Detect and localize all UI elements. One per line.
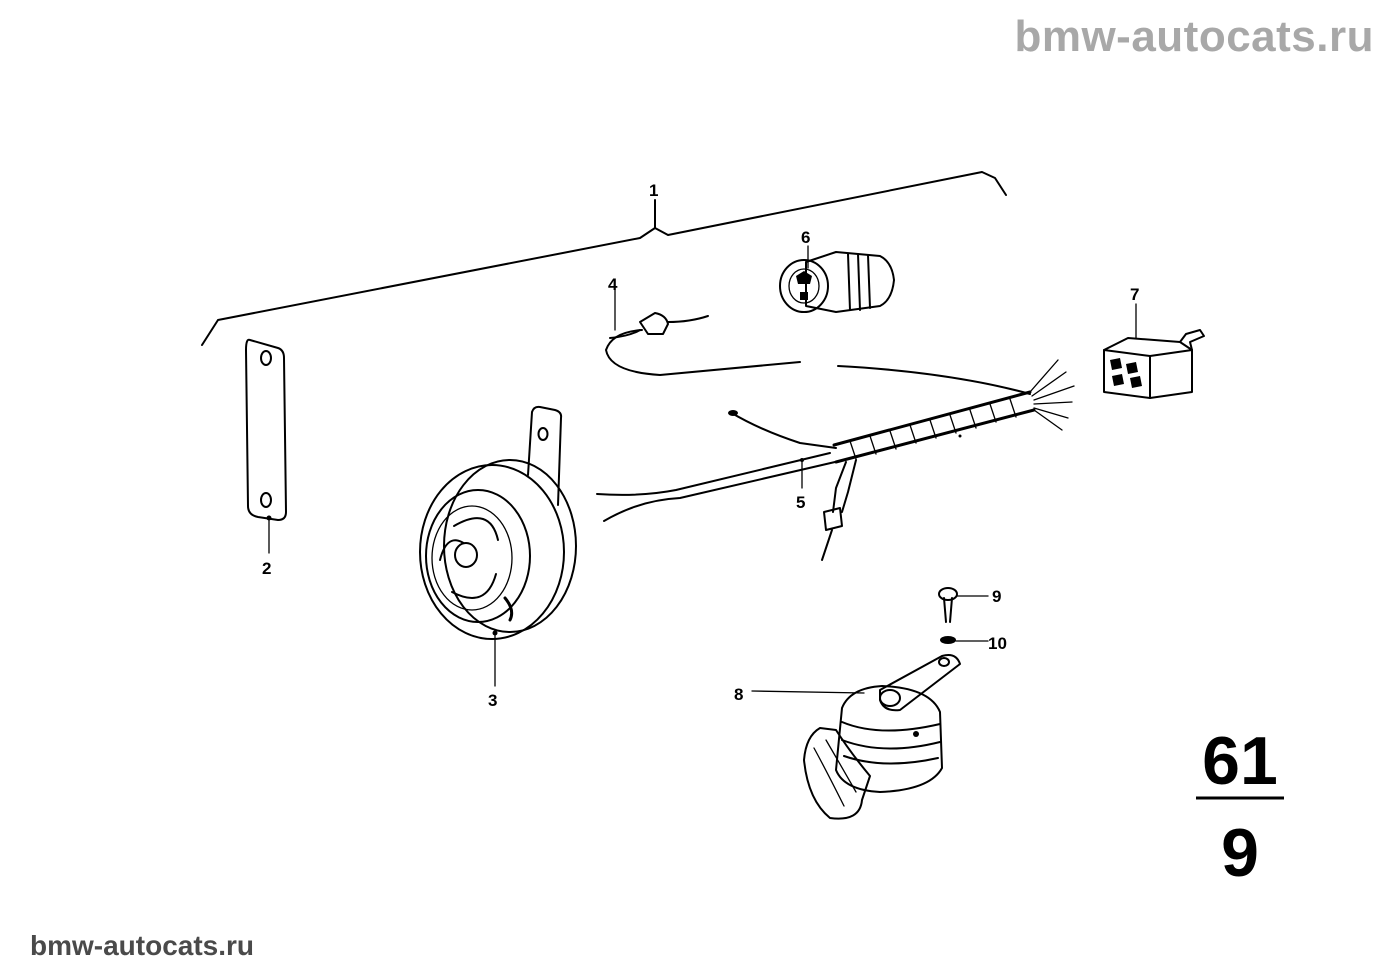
part-9-screw[interactable] <box>938 587 989 623</box>
assembly-bracket <box>201 171 1007 346</box>
page-subgroup-number: 9 <box>1221 815 1259 891</box>
part-2-mounting-plate[interactable] <box>245 338 287 554</box>
callout-7: 7 <box>1130 285 1139 304</box>
part-7-relay[interactable] <box>1103 303 1205 399</box>
callout-1: 1 <box>649 181 658 200</box>
callout-10: 10 <box>988 634 1007 653</box>
part-4-pigtail-lead[interactable] <box>605 289 801 376</box>
callout-4: 4 <box>608 275 618 294</box>
part-3-disc-horn[interactable] <box>419 405 577 687</box>
callout-8: 8 <box>734 685 743 704</box>
callout-2: 2 <box>262 559 271 578</box>
callout-3: 3 <box>488 691 497 710</box>
part-6-socket[interactable] <box>779 245 895 313</box>
callout-6: 6 <box>801 228 810 247</box>
part-5-wiring-harness[interactable] <box>596 359 1075 561</box>
callout-9: 9 <box>992 587 1001 606</box>
page-number: 61 9 <box>1196 723 1284 891</box>
watermark-bottom: bmw-autocats.ru <box>30 930 255 961</box>
page-group-number: 61 <box>1202 723 1278 799</box>
part-10-washer[interactable] <box>940 636 989 644</box>
part-8-fanfare-horn[interactable] <box>751 654 961 820</box>
callout-5: 5 <box>796 493 805 512</box>
watermark-top: bmw-autocats.ru <box>1014 12 1374 61</box>
